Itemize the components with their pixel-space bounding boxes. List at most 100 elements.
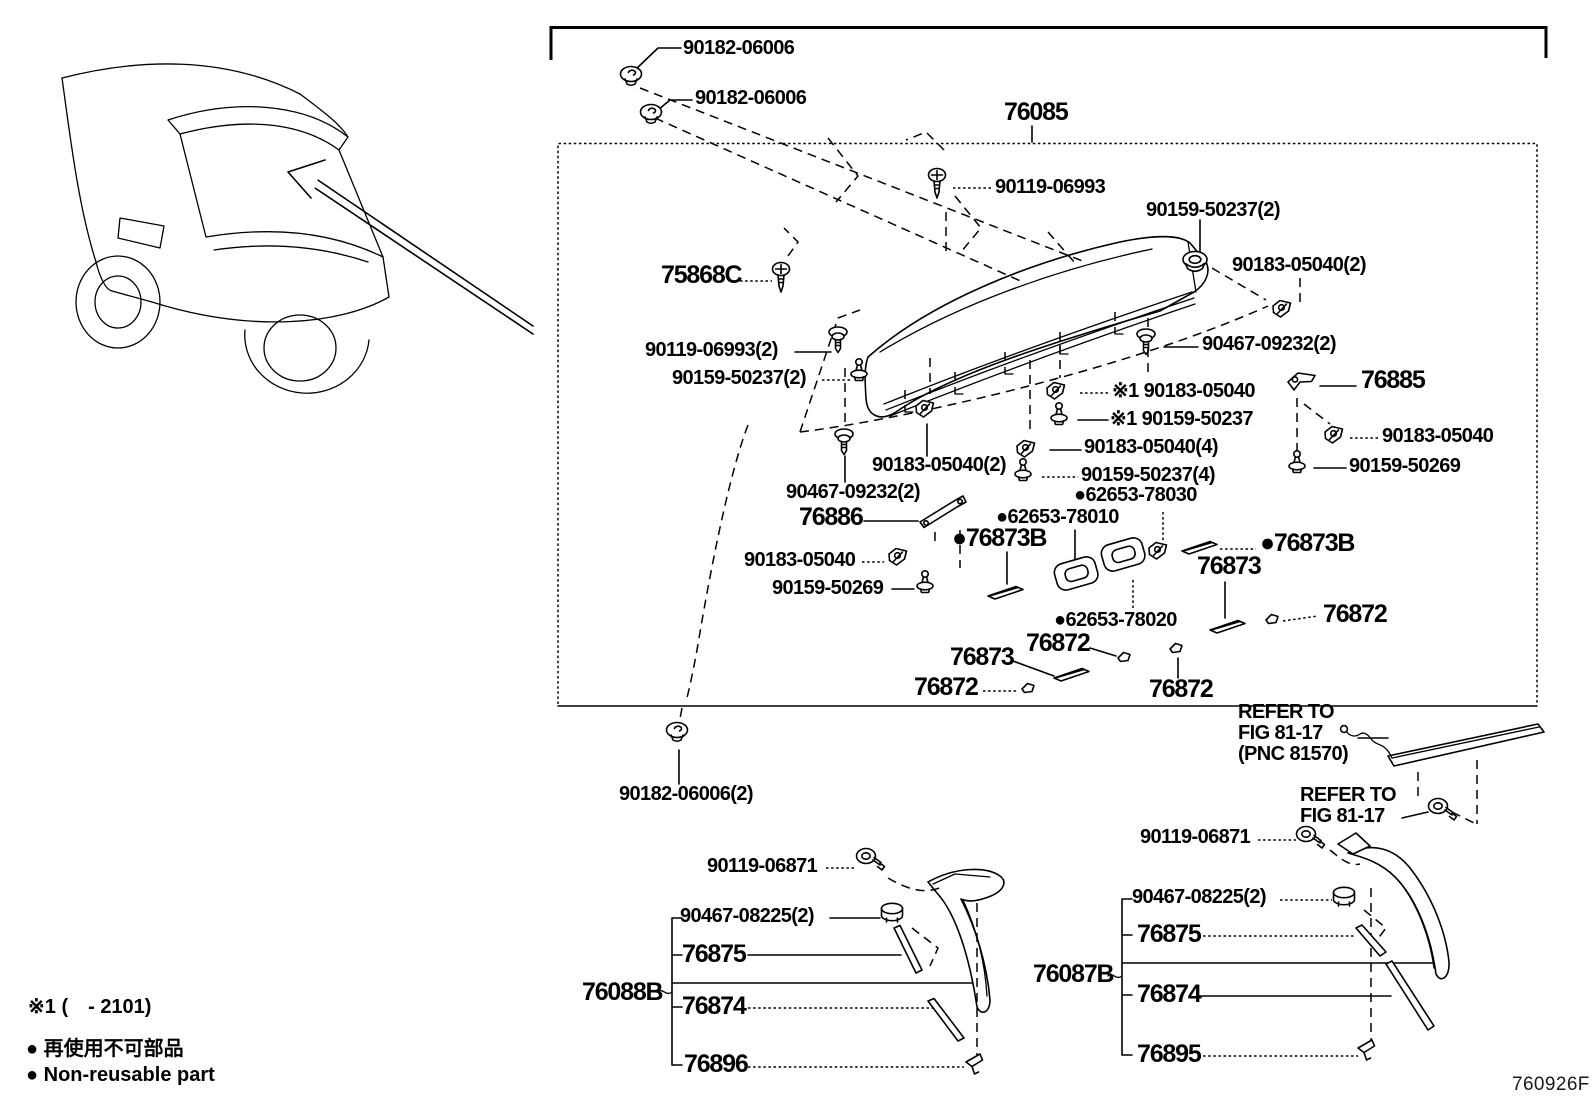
chip-icon [1117, 651, 1131, 663]
chip-icon [1169, 642, 1183, 654]
bolt-icon [834, 428, 854, 456]
car-rear-icon [61, 63, 534, 394]
bar-bracket-icon [919, 495, 967, 529]
grommet-icon [619, 65, 643, 87]
part-label-76895: 76895 [1137, 1040, 1202, 1068]
part-label-76874-l: 76874 [682, 992, 747, 1020]
grommet-icon [639, 103, 663, 125]
group-label-76087B: 76087B [1033, 960, 1115, 988]
leader-lines [634, 47, 1429, 1068]
part-label-90467-08225-2l: 90467-08225(2) [680, 905, 815, 927]
part-label-75868C: 75868C [661, 261, 743, 289]
part-label-90183-05040-r: 90183-05040 [1382, 425, 1494, 447]
screw-icon [771, 261, 791, 293]
stud-icon [916, 569, 934, 594]
part-label-76873B-b: ●76873B [1260, 529, 1355, 557]
part-label-76872-l: 76872 [914, 673, 979, 701]
part-label-90159-50269-r: 90159-50269 [1349, 455, 1461, 477]
rear-pillar-garnish-right [1329, 832, 1450, 1040]
part-label-90119-06871-r: 90119-06871 [1140, 826, 1251, 848]
legend-nonreusable-ja: ● 再使用不可部品 [26, 1038, 184, 1060]
stud-icon [1050, 401, 1068, 426]
part-label-76872-r: 76872 [1323, 600, 1388, 628]
part-label-76872-b: 76872 [1149, 675, 1214, 703]
part-label-90119-06993-2: 90119-06993(2) [645, 339, 778, 361]
part-label-90182-06006-a: 90182-06006 [683, 37, 795, 59]
grommet-icon [665, 721, 689, 743]
part-label-90467-09232-2a: 90467-09232(2) [1202, 333, 1337, 355]
part-label-s1-90159-50237: ※1 90159-50237 [1110, 408, 1254, 430]
strip-icon [1053, 667, 1090, 682]
part-label-76873-a: 76873 [1197, 552, 1262, 580]
strip-icon [1209, 619, 1246, 634]
part-label-90159-50237-2b: 90159-50237(2) [672, 367, 807, 389]
cone-clip-icon [965, 1053, 984, 1075]
stud-icon [1288, 449, 1306, 474]
clip-icon [1272, 299, 1292, 318]
part-label-90159-50237-2a: 90159-50237(2) [1146, 199, 1281, 221]
group-bracket-76088B [657, 917, 976, 1066]
square-ring-icon [1098, 534, 1148, 575]
part-label-90467-08225-2r: 90467-08225(2) [1132, 886, 1267, 908]
part-label-90183-05040-4: 90183-05040(4) [1084, 436, 1219, 458]
part-label-90159-50269-m: 90159-50269 [772, 577, 884, 599]
part-label-76873-b: 76873 [950, 643, 1015, 671]
part-label-90119-06993: 90119-06993 [995, 176, 1106, 198]
part-label-76872-m: 76872 [1026, 629, 1091, 657]
legend-nonreusable-en: ● Non-reusable part [26, 1064, 215, 1086]
part-label-90182-06006-2: 90182-06006(2) [619, 783, 754, 805]
clip-icon [1046, 381, 1066, 400]
square-ring-icon [1051, 553, 1101, 594]
cylinder-clip-icon [1332, 886, 1356, 907]
clip-icon [915, 399, 935, 418]
part-label-76085: 76085 [1004, 98, 1069, 126]
part-label-62653-78020: ●62653-78020 [1054, 609, 1177, 631]
refer-note-2: REFER TO FIG 81-17 [1300, 784, 1397, 827]
clip-icon [888, 547, 908, 566]
clip-icon [1148, 541, 1168, 560]
projection-dashes [639, 87, 1331, 725]
clip-icon [1016, 439, 1036, 458]
legend-note-1: ※1 ( - 2101) [28, 996, 152, 1018]
chip-icon [1265, 613, 1279, 625]
parts-box [557, 142, 1538, 707]
pin-bolt-icon [855, 847, 886, 871]
part-label-76886: 76886 [799, 503, 864, 531]
strip-icon [987, 585, 1024, 600]
pin-bolt-icon [1427, 797, 1458, 821]
part-label-76875-r: 76875 [1137, 920, 1202, 948]
stud-icon [850, 357, 868, 382]
part-label-76896: 76896 [684, 1050, 749, 1078]
pin-bolt-icon [1295, 825, 1326, 849]
flanged-nut-icon [1182, 250, 1208, 273]
part-label-76875-l: 76875 [682, 940, 747, 968]
part-label-90159-50237-4: 90159-50237(4) [1081, 464, 1216, 486]
corner-bracket-icon [1287, 372, 1316, 391]
screw-icon [927, 167, 947, 199]
part-label-76873B-a: ●76873B [952, 524, 1047, 552]
cone-clip-icon [1357, 1039, 1376, 1061]
part-label-s1-90183-05040: ※1 90183-05040 [1112, 380, 1256, 402]
part-label-62653-78030: ●62653-78030 [1074, 484, 1197, 506]
outer-frame [549, 26, 1548, 60]
part-label-62653-78010: ●62653-78010 [996, 506, 1119, 528]
part-label-90183-05040-m: 90183-05040 [744, 549, 856, 571]
group-label-76088B: 76088B [582, 978, 664, 1006]
rear-pillar-garnish-left [887, 868, 1005, 1063]
stoplight-icon [1339, 723, 1545, 825]
part-label-90182-06006-b: 90182-06006 [695, 87, 807, 109]
stud-icon [1014, 457, 1032, 482]
refer-note-1: REFER TO FIG 81-17 (PNC 81570) [1238, 701, 1349, 765]
cylinder-clip-icon [880, 902, 904, 923]
part-label-90119-06871-l: 90119-06871 [707, 855, 818, 877]
part-label-90467-09232-2b: 90467-09232(2) [786, 481, 921, 503]
chip-icon [1021, 682, 1035, 694]
group-bracket-76087B [1107, 898, 1438, 1056]
bolt-icon [828, 326, 848, 354]
part-label-90183-05040-2b: 90183-05040(2) [872, 454, 1007, 476]
part-label-90183-05040-2a: 90183-05040(2) [1232, 254, 1367, 276]
clip-icon [1324, 425, 1344, 444]
part-label-76874-r: 76874 [1137, 980, 1202, 1008]
